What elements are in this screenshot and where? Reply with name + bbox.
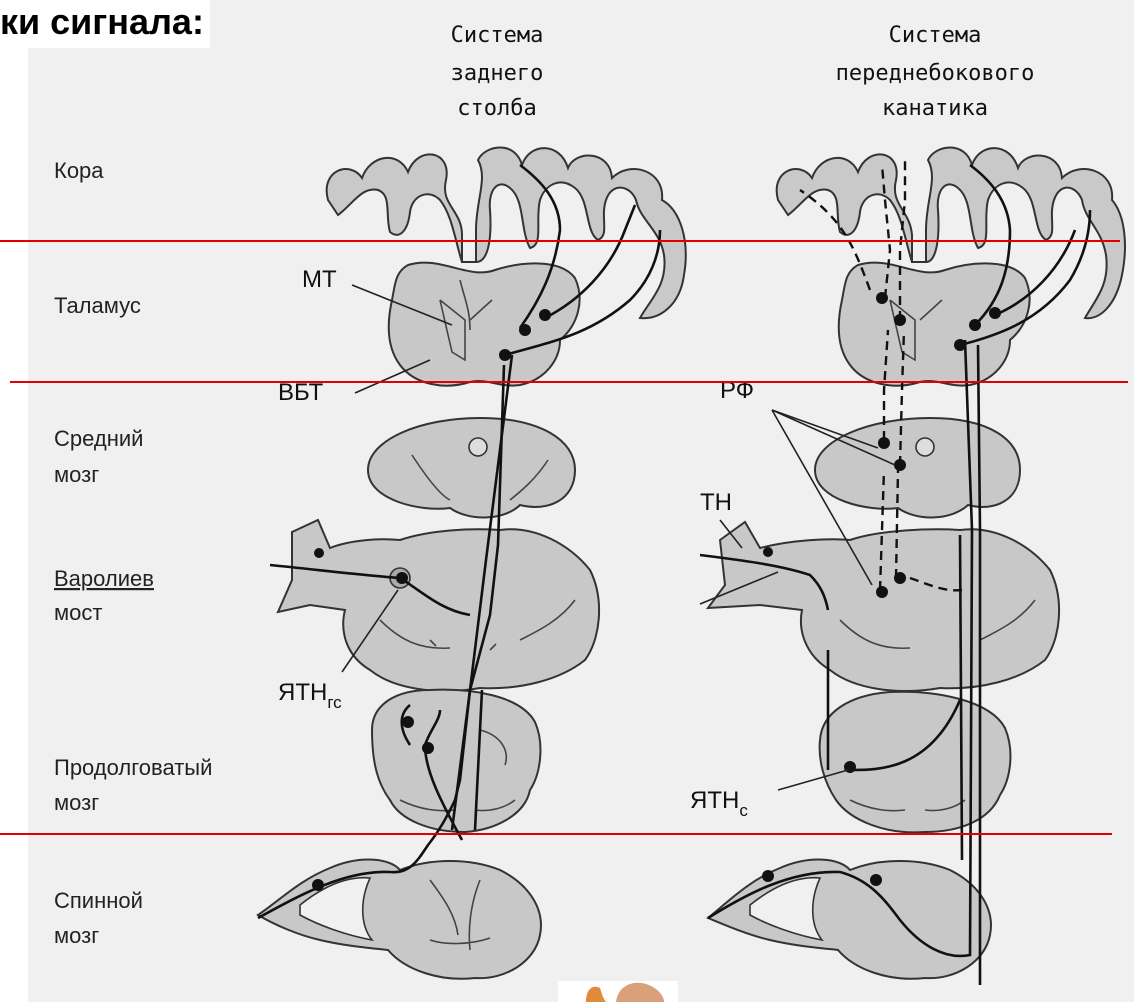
right-column-header-line-2: переднебокового [836,61,1035,86]
level-label-pons-line-2: мост [54,600,102,625]
right-neuron-thalamus-4 [969,319,981,331]
right-column-header-line-3: канатика [882,96,988,121]
left-spinal-section [258,860,541,979]
level-label-medulla-line-2: мозг [54,790,99,815]
right-midbrain-aqueduct [916,438,934,456]
left-midbrain-shape [368,418,575,517]
left-neuron-thalamus-1 [499,349,511,361]
level-label-midbrain-line-1: Средний [54,426,143,451]
right-neuron-thalamus-1 [876,292,888,304]
right-spinal-shape [708,860,991,979]
left-neuron-spinal-ganglion [312,879,324,891]
left-medulla-section [372,690,540,832]
left-neuron-pons-ganglion [314,548,324,558]
level-label-cortex: Кора [54,158,104,183]
ear-thumbnail [558,981,678,1002]
left-thalamus-shape [389,263,580,386]
right-thalamus-shape [839,263,1030,386]
slide-title-fragment: ки сигнала: [0,0,210,48]
level-label-midbrain-line-2: мозг [54,462,99,487]
tn-label: ТН [700,489,732,516]
level-label-thalamus: Таламус [54,293,141,318]
right-neuron-thalamus-5 [989,307,1001,319]
left-neuron-medulla-2 [422,742,434,754]
left-thalamus-section [389,263,580,386]
left-pons-section [278,520,599,691]
left-neuron-thalamus-2 [519,324,531,336]
right-column-header-line-1: Система [889,23,982,48]
left-column-header-line-1: Система [451,23,544,48]
right-neuron-spinal-horn [870,874,882,886]
level-label-spinal-line-1: Спинной [54,888,143,913]
left-neuron-thalamus-3 [539,309,551,321]
left-medulla-shape [372,690,540,832]
right-pons-section [708,522,1059,691]
right-neuron-thalamus-2 [894,314,906,326]
left-neuron-medulla-1 [402,716,414,728]
left-midbrain-section [368,418,575,517]
ytn-s-label-main: ЯТН [690,787,739,814]
mt-label: МТ [302,266,337,293]
right-midbrain-shape [815,418,1020,517]
left-column-header-line-2: заднего [451,61,544,86]
ytn-s-label-subscript: с [739,801,748,820]
ytn-gs-label: ЯТНгс [278,679,342,712]
right-neuron-thalamus-3 [954,339,966,351]
right-thalamus-section [839,263,1030,386]
right-midbrain-section [815,418,1020,517]
level-label-spinal-line-2: мозг [54,923,99,948]
left-spinal-shape [258,860,541,979]
right-neuron-spinal-ganglion [762,870,774,882]
right-neuron-pons-ganglion [763,547,773,557]
right-pons-shape [708,522,1059,691]
level-label-medulla-line-1: Продолговатый [54,755,212,780]
right-neuron-pons-2 [894,572,906,584]
right-neuron-midbrain-2 [894,459,906,471]
level-label-pons-line-1: Варолиев [54,566,154,591]
right-spinal-section [708,860,991,979]
left-midbrain-aqueduct [469,438,487,456]
ytn-gs-label-main: ЯТН [278,679,327,706]
right-neuron-midbrain-1 [878,437,890,449]
left-column-header-line-3: столба [457,96,536,121]
vbt-label: ВБТ [278,379,324,406]
ytn-s-label: ЯТНс [690,787,748,820]
right-neuron-pons-1 [876,586,888,598]
left-pons-shape [278,520,599,691]
ytn-gs-label-subscript: гс [327,693,342,712]
left-neuron-pons-nucleus [396,572,408,584]
